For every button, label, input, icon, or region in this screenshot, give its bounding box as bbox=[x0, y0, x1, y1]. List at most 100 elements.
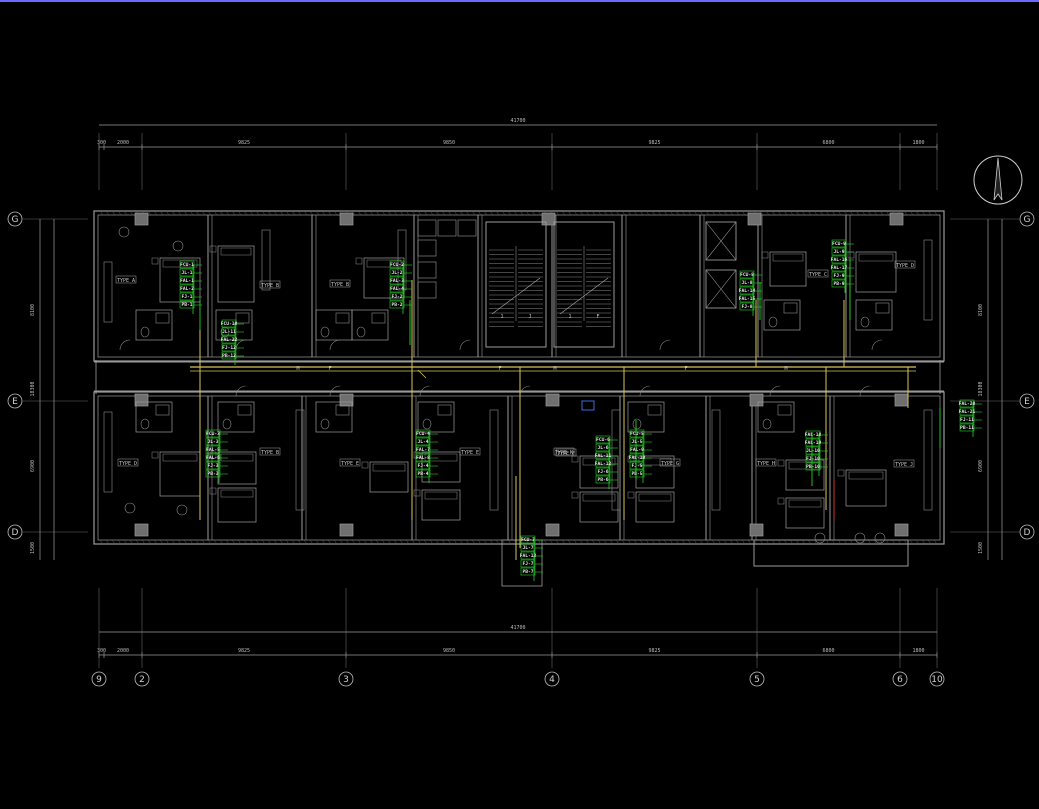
stair-break-line bbox=[559, 277, 609, 315]
sink bbox=[335, 312, 350, 324]
wall-hatch bbox=[231, 210, 236, 216]
wall-hatch bbox=[303, 539, 308, 545]
grid-column-label: 9 bbox=[96, 675, 102, 685]
wall-hatch bbox=[429, 210, 434, 216]
wall-hatch bbox=[681, 539, 686, 545]
equipment-tag-box bbox=[595, 451, 611, 460]
wall-hatch bbox=[813, 539, 818, 545]
equipment-tag-box bbox=[179, 300, 195, 309]
span-dimension-label: 6800 bbox=[822, 648, 834, 654]
wall-hatch bbox=[717, 539, 722, 545]
equipment-tag-label: FCU-4 bbox=[416, 431, 430, 437]
wall-hatch bbox=[765, 210, 770, 216]
wall-hatch bbox=[831, 210, 836, 216]
stair-mark: F bbox=[596, 314, 599, 320]
wall-hatch bbox=[561, 210, 566, 216]
equipment-tag-box bbox=[959, 407, 975, 416]
equipment-tag-box bbox=[959, 423, 975, 432]
bathroom bbox=[855, 299, 893, 331]
pillow bbox=[582, 457, 616, 466]
equipment-tag-box bbox=[415, 429, 431, 438]
wall-hatch bbox=[369, 210, 374, 216]
span-dimension-label: 9850 bbox=[443, 648, 455, 654]
equipment-tag-box bbox=[959, 415, 975, 424]
wall-hatch bbox=[675, 539, 680, 545]
wall-hatch bbox=[213, 539, 218, 545]
wall-hatch bbox=[447, 539, 452, 545]
wall-hatch bbox=[663, 210, 668, 216]
wall-hatch bbox=[495, 210, 500, 216]
corridor-mark: M bbox=[296, 366, 299, 372]
nightstand bbox=[777, 497, 785, 505]
pillow bbox=[788, 499, 822, 508]
wall-hatch bbox=[171, 539, 176, 545]
equipment-tag-label: JL-1 bbox=[181, 270, 192, 276]
bed bbox=[785, 497, 825, 529]
wall-hatch bbox=[693, 539, 698, 545]
structural-column bbox=[894, 523, 909, 537]
span-dimension-label: 9825 bbox=[648, 140, 660, 146]
equipment-tag-label: FAL-8 bbox=[416, 455, 430, 461]
wall-hatch bbox=[639, 210, 644, 216]
equipment-tag-label: FAL-5 bbox=[206, 447, 220, 453]
equipment-tag-label: PB-9 bbox=[833, 281, 844, 287]
wall-hatch bbox=[111, 539, 116, 545]
nightstand bbox=[847, 251, 855, 259]
bed bbox=[855, 251, 897, 293]
wall-hatch bbox=[465, 539, 470, 545]
structural-column bbox=[134, 393, 149, 407]
wall-hatch bbox=[831, 539, 836, 545]
equipment-tag-box bbox=[805, 438, 821, 447]
wall-hatch bbox=[105, 539, 110, 545]
elevator-cross bbox=[705, 221, 737, 261]
wall-hatch bbox=[273, 539, 278, 545]
equipment-tag-label: FAL-3 bbox=[390, 278, 404, 284]
wall-hatch bbox=[633, 210, 638, 216]
bathroom bbox=[135, 401, 173, 433]
wall-hatch bbox=[321, 539, 326, 545]
equipment-tag-box bbox=[629, 437, 645, 446]
wall-hatch bbox=[789, 210, 794, 216]
equipment-tag-box bbox=[415, 437, 431, 446]
wall-hatch bbox=[921, 210, 926, 216]
grid-row-bubble bbox=[1019, 524, 1035, 540]
grid-column-bubble bbox=[892, 671, 908, 687]
equipment-tag-label: FJ-9 bbox=[833, 273, 844, 279]
wall-hatch bbox=[675, 210, 680, 216]
grid-column-label: 3 bbox=[343, 675, 349, 685]
equipment-tag-label: PB-11 bbox=[960, 425, 974, 431]
room-type-box bbox=[755, 458, 777, 467]
wardrobe bbox=[295, 409, 305, 511]
room-type-label: TYPE F bbox=[557, 451, 575, 457]
equipment-tag-box bbox=[389, 276, 405, 285]
wall-hatch bbox=[165, 539, 170, 545]
wall-hatch bbox=[567, 210, 572, 216]
wall-hatch bbox=[441, 210, 446, 216]
wall-hatch bbox=[789, 539, 794, 545]
room-type-label: TYPE B bbox=[331, 282, 349, 288]
wall-hatch bbox=[873, 539, 878, 545]
equipment-tag-label: FJ-8 bbox=[741, 304, 752, 310]
wall-hatch bbox=[291, 539, 296, 545]
equipment-tag-label: FAL-18 bbox=[805, 432, 822, 438]
stair-break-line bbox=[491, 277, 541, 315]
wall-hatch bbox=[297, 539, 302, 545]
wall-hatch bbox=[819, 210, 824, 216]
equipment-tag-label: FCU-10 bbox=[221, 321, 238, 327]
equipment-tag-box bbox=[520, 567, 536, 576]
wardrobe bbox=[923, 239, 933, 321]
south-shaft-wall bbox=[501, 539, 543, 587]
grid-row-label: G bbox=[1024, 215, 1031, 225]
wall-hatch bbox=[417, 210, 422, 216]
overall-dimension-label: 41700 bbox=[510, 118, 525, 124]
bathroom bbox=[757, 401, 795, 433]
wall-hatch bbox=[351, 539, 356, 545]
wall-hatch bbox=[369, 539, 374, 545]
room-type-box bbox=[553, 447, 575, 456]
wall-hatch bbox=[171, 210, 176, 216]
sink bbox=[371, 312, 386, 324]
sink bbox=[783, 302, 798, 314]
wall-hatch bbox=[633, 539, 638, 545]
service-box bbox=[417, 239, 437, 257]
